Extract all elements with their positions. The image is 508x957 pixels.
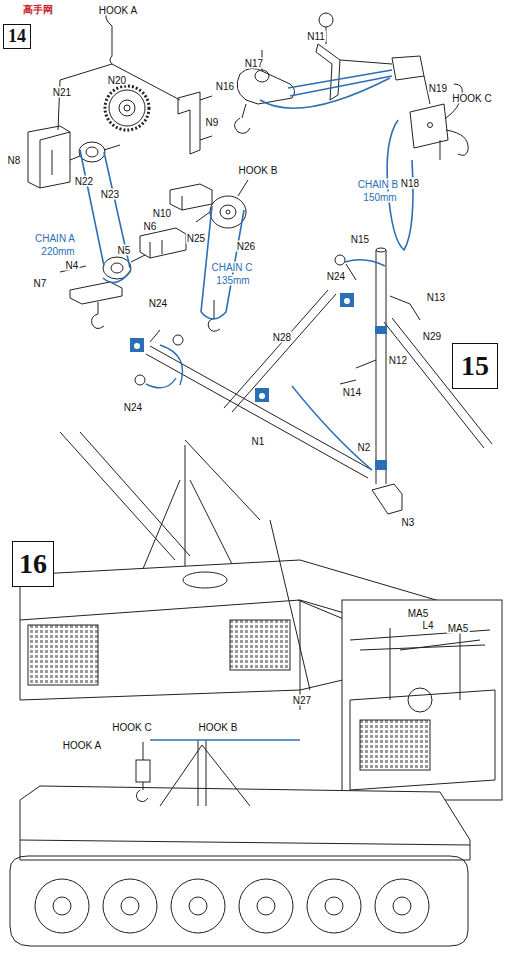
part-callout: N4: [65, 260, 80, 271]
step-number-box: 16: [12, 541, 54, 587]
part-callout: HOOK A: [62, 740, 102, 751]
part-callout: L4: [421, 620, 434, 631]
part-callout: N8: [7, 155, 22, 166]
part-callout: N16: [215, 81, 235, 92]
part-callout: HOOK B: [238, 165, 279, 176]
part-callout: N24: [326, 271, 346, 282]
step-number: 15: [461, 350, 489, 382]
watermark: 高手网: [22, 4, 54, 15]
road-wheels: [35, 879, 429, 933]
part-callout: N1: [251, 436, 266, 447]
chain-label: 150mm: [362, 192, 397, 203]
part-callout: HOOK C: [111, 722, 152, 733]
part-callout: N21: [52, 87, 72, 98]
chains: [80, 70, 413, 319]
road-wheel: [103, 879, 157, 933]
part-callout: N9: [205, 117, 220, 128]
wheel-hub: [393, 897, 411, 915]
part-callout: N6: [143, 221, 158, 232]
road-wheel: [375, 879, 429, 933]
part-callout: N29: [422, 331, 442, 342]
part-callout: N14: [342, 387, 362, 398]
part-callout: HOOK A: [98, 5, 138, 16]
part-callout: MA5: [407, 608, 430, 619]
step-15-tripod: [135, 248, 492, 514]
part-callout: N24: [148, 298, 168, 309]
chain-label: 135mm: [215, 275, 250, 286]
part-callout: MA5: [447, 623, 470, 634]
part-callout: N28: [272, 332, 292, 343]
road-wheel: [35, 879, 89, 933]
wheel-hub: [325, 897, 343, 915]
wheel-hub: [257, 897, 275, 915]
chain-label: CHAIN C: [210, 262, 253, 273]
wheel-hub: [53, 897, 71, 915]
road-wheel: [239, 879, 293, 933]
chain-label: CHAIN B: [357, 179, 400, 190]
wheel-hub: [121, 897, 139, 915]
step-15-cables: [146, 260, 385, 470]
step-16-side-view: [10, 740, 470, 946]
part-callout: N2: [357, 442, 372, 453]
part-callout: N24: [123, 402, 143, 413]
part-callout: N17: [244, 58, 264, 69]
part-callout: N23: [100, 189, 120, 200]
step-14-parts: [28, 7, 468, 331]
part-callout: N18: [400, 178, 420, 189]
wheel-hub: [189, 897, 207, 915]
part-callout: N27: [292, 695, 312, 706]
crane-cable: [150, 739, 300, 741]
part-callout: N3: [401, 517, 416, 528]
part-callout: HOOK C: [451, 93, 492, 104]
part-callout: N26: [236, 241, 256, 252]
part-callout: N25: [186, 233, 206, 244]
part-callout: N12: [388, 355, 408, 366]
road-wheel: [307, 879, 361, 933]
chain-label: 220mm: [40, 246, 75, 257]
blue-bands: [375, 326, 387, 470]
part-callout: N22: [74, 176, 94, 187]
step-16-hull: [20, 432, 502, 800]
road-wheel: [171, 879, 225, 933]
step-number-box: 14: [3, 24, 31, 49]
part-callout: N7: [33, 278, 48, 289]
part-callout: N20: [107, 75, 127, 86]
part-callout: N13: [426, 292, 446, 303]
step-number: 16: [19, 548, 47, 580]
step-number-box: 15: [452, 343, 498, 389]
part-callout: N15: [350, 234, 370, 245]
part-callout: N10: [152, 208, 172, 219]
chain-label: CHAIN A: [34, 233, 76, 244]
part-callout: N11: [306, 31, 326, 42]
part-callout: HOOK B: [198, 722, 239, 733]
part-callout: N19: [428, 83, 448, 94]
step-number: 14: [8, 26, 26, 47]
part-callout: N5: [117, 245, 132, 256]
